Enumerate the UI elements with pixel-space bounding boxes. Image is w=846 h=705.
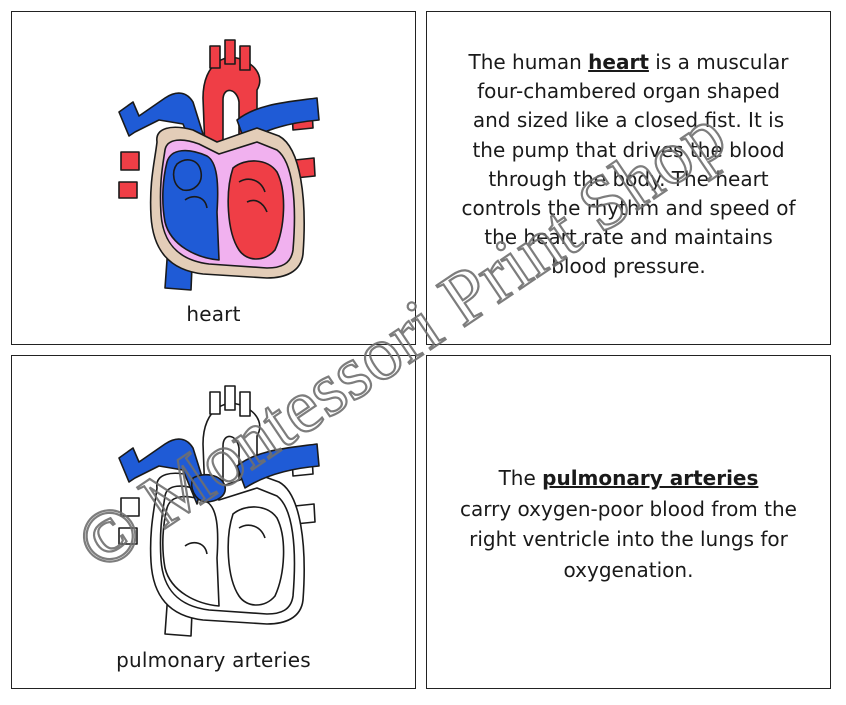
pulmonary-arteries-caption: pulmonary arteries xyxy=(116,648,311,672)
heart-picture-card: heart xyxy=(11,11,416,345)
heart-definition-card: The human heart is a muscular four-chamb… xyxy=(426,11,831,345)
pulmonary-arteries-picture-card: pulmonary arteries xyxy=(11,355,416,689)
definition-term-heart: heart xyxy=(588,50,649,74)
definition-term-pulmonary-arteries: pulmonary arteries xyxy=(542,466,759,490)
definition-intro: The xyxy=(498,466,543,490)
definition-intro: The human xyxy=(468,50,589,74)
pulmonary-arteries-definition-text: The pulmonary arteries carry oxygen-poor… xyxy=(457,463,800,585)
definition-body: carry oxygen-poor blood from the right v… xyxy=(460,496,797,582)
heart-caption: heart xyxy=(186,302,241,326)
pulmonary-arteries-definition-card: The pulmonary arteries carry oxygen-poor… xyxy=(426,355,831,689)
definition-body: is a muscular four-chambered organ shape… xyxy=(461,50,796,279)
heart-illustration xyxy=(118,39,320,291)
pulmonary-arteries-illustration xyxy=(118,385,320,637)
heart-definition-text: The human heart is a muscular four-chamb… xyxy=(457,48,800,282)
